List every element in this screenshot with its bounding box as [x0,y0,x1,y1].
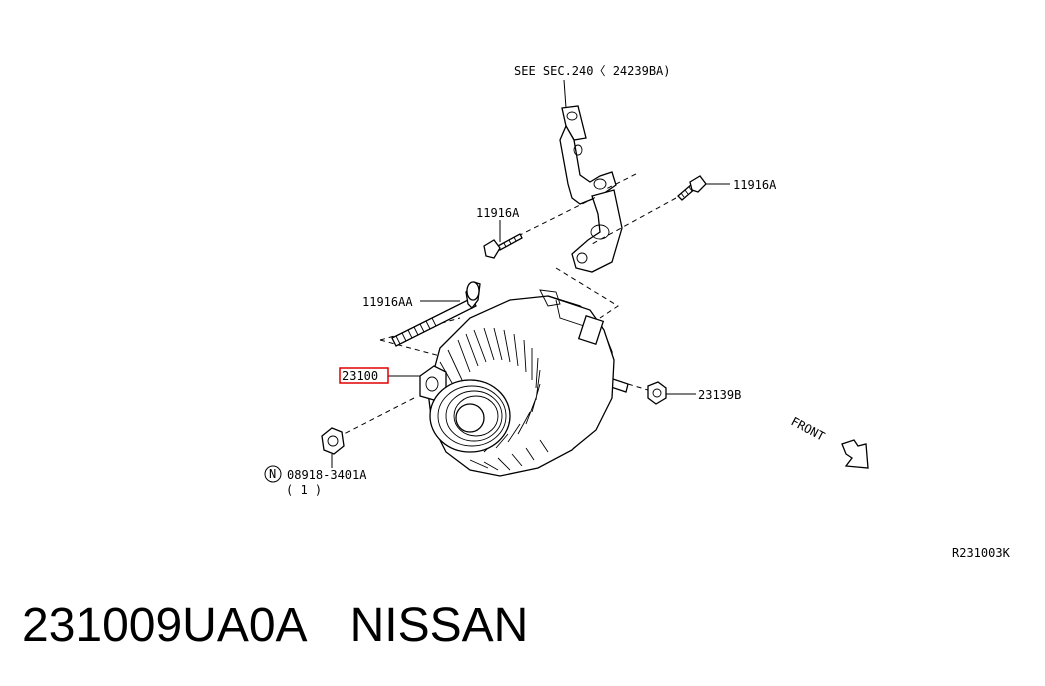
label-bolt-11916aa: 11916AA [362,295,413,309]
assembly-lines [339,173,677,437]
bracket [559,105,623,273]
label-nut-23139b: 23139B [698,388,741,402]
label-alternator-23100[interactable]: 23100 [342,369,378,383]
label-nut-quantity: ( 1 ) [286,483,322,497]
front-arrow [841,439,869,469]
label-bolt-11916a-left: 11916A [476,206,520,220]
pulley [429,379,511,453]
label-bolt-11916a-right: 11916A [733,178,777,192]
nut-23139b [607,377,667,405]
nut-08918-3401a [321,427,345,455]
leader-lines [331,79,730,468]
bolt-11916aa [391,281,481,347]
label-front: FRONT [789,414,827,443]
label-diagram-ref: R231003K [952,546,1011,560]
label-nut-symbol: N [269,467,276,481]
label-see-sec: SEE SEC.240〈 24239BA) [514,64,671,78]
label-nut-08918-3401a: 08918-3401A [287,468,367,482]
alternator [419,289,615,477]
brand-name: NISSAN [349,599,529,652]
part-number: 231009UA0A [22,599,308,652]
circle-n-symbol [264,465,282,483]
highlight-box [339,367,389,384]
bolt-11916a-right [677,175,707,201]
footer-caption: 231009UA0A NISSAN [22,598,528,653]
bolt-11916a-left [483,233,523,259]
